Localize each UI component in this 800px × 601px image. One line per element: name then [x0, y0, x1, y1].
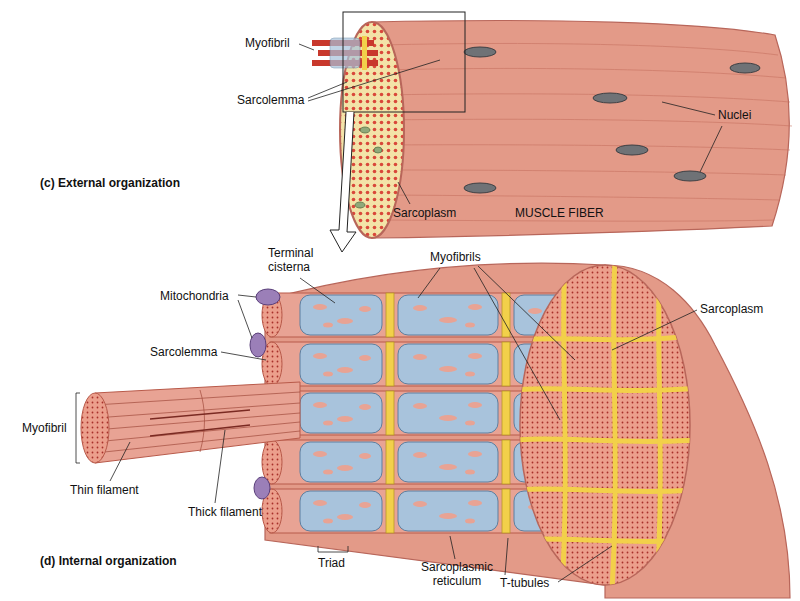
panel-caption: (d) Internal organization: [40, 554, 177, 568]
part-label: Myofibril: [245, 36, 290, 50]
part-label: Sarcoplasm: [393, 206, 456, 220]
part-label: Thin filament: [70, 483, 139, 497]
panel-caption: (c) External organization: [40, 176, 180, 190]
part-label: Myofibrils: [430, 250, 481, 264]
part-label: Thick filament: [188, 505, 262, 519]
part-label: Mitochondria: [160, 289, 229, 303]
part-label: Sarcolemma: [150, 345, 217, 359]
part-label: Triad: [318, 556, 345, 570]
part-label: Sarcoplasmic reticulum: [412, 560, 502, 588]
part-label: Sarcolemma: [237, 93, 304, 107]
part-label: Sarcoplasm: [700, 302, 763, 316]
part-label: Myofibril: [22, 421, 67, 435]
part-label: Nuclei: [718, 108, 751, 122]
part-label: MUSCLE FIBER: [515, 206, 604, 220]
part-label: T-tubules: [500, 576, 549, 590]
part-label: Terminal cisterna: [268, 246, 332, 274]
